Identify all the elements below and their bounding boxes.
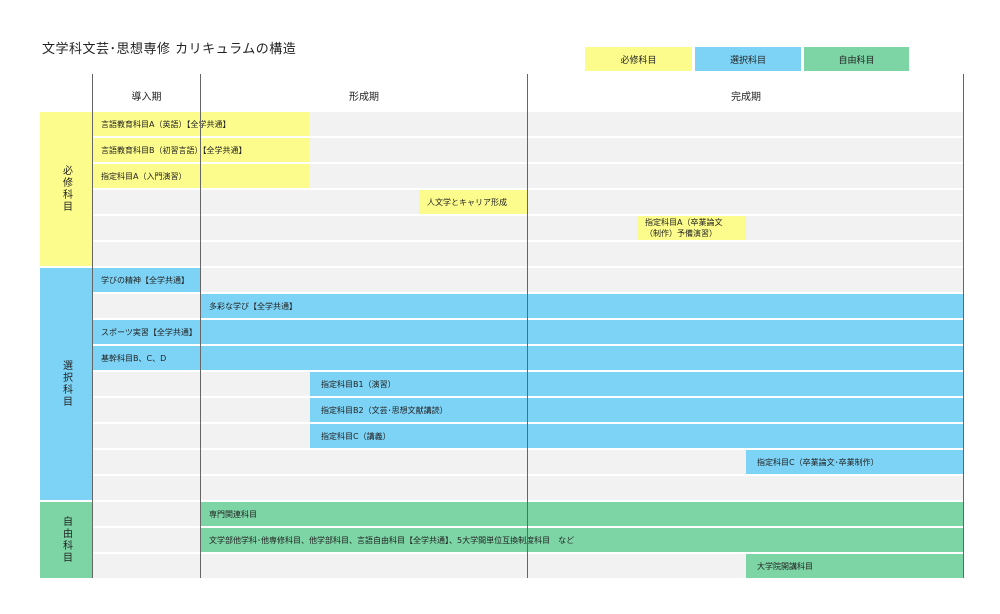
column-divider xyxy=(963,74,964,578)
legend-required: 必修科目 xyxy=(585,47,692,71)
phase-header-completion: 完成期 xyxy=(731,92,761,103)
course-label-line: （制作）予備演習） xyxy=(645,229,717,238)
course-bar: 指定科目A（卒業論文 （制作）予備演習） xyxy=(637,216,746,240)
legend-free: 自由科目 xyxy=(804,47,909,71)
course-label-line: 指定科目A（卒業論文 xyxy=(645,218,723,227)
course-bar: 言語教育科目A（英語）【全学共通】 xyxy=(93,112,310,136)
page-title: 文学科文芸･思想専修 カリキュラムの構造 xyxy=(42,42,297,57)
grid-row xyxy=(93,476,964,500)
grid-row xyxy=(93,268,964,292)
course-bar: 言語教育科目B（初習言語）【全学共通】 xyxy=(93,138,310,162)
grid-row xyxy=(93,242,964,266)
grid-row xyxy=(93,216,964,240)
course-bar: 指定科目B1（演習） xyxy=(310,372,964,396)
category-required: 必修科目 xyxy=(40,112,92,266)
column-divider xyxy=(92,74,93,578)
course-bar: スポーツ実習【全学共通】 xyxy=(93,320,964,344)
course-bar: 学びの精神【全学共通】 xyxy=(93,268,200,292)
course-bar: 人文学とキャリア形成 xyxy=(419,190,528,214)
course-bar: 大学院開講科目 xyxy=(746,554,964,578)
grid-row xyxy=(93,190,964,214)
course-bar: 指定科目A（入門演習） xyxy=(93,164,310,188)
course-bar: 基幹科目B、C、D xyxy=(93,346,964,370)
phase-header-formation: 形成期 xyxy=(349,92,379,103)
course-bar: 文学部他学科･他専修科目、他学部科目、言語自由科目【全学共通】、5大学間単位互換… xyxy=(201,528,964,552)
category-elective: 選択科目 xyxy=(40,268,92,500)
course-bar: 多彩な学び【全学共通】 xyxy=(201,294,964,318)
column-divider xyxy=(200,74,201,578)
course-bar: 指定科目B2（文芸･思想文献講読） xyxy=(310,398,964,422)
column-divider xyxy=(527,74,528,578)
course-bar: 指定科目C（講義） xyxy=(310,424,964,448)
phase-header-intro: 導入期 xyxy=(131,92,162,103)
legend-elective: 選択科目 xyxy=(695,47,801,71)
course-bar: 指定科目C（卒業論文･卒業制作） xyxy=(746,450,964,474)
category-free: 自由科目 xyxy=(40,502,92,578)
course-bar: 専門関連科目 xyxy=(201,502,964,526)
